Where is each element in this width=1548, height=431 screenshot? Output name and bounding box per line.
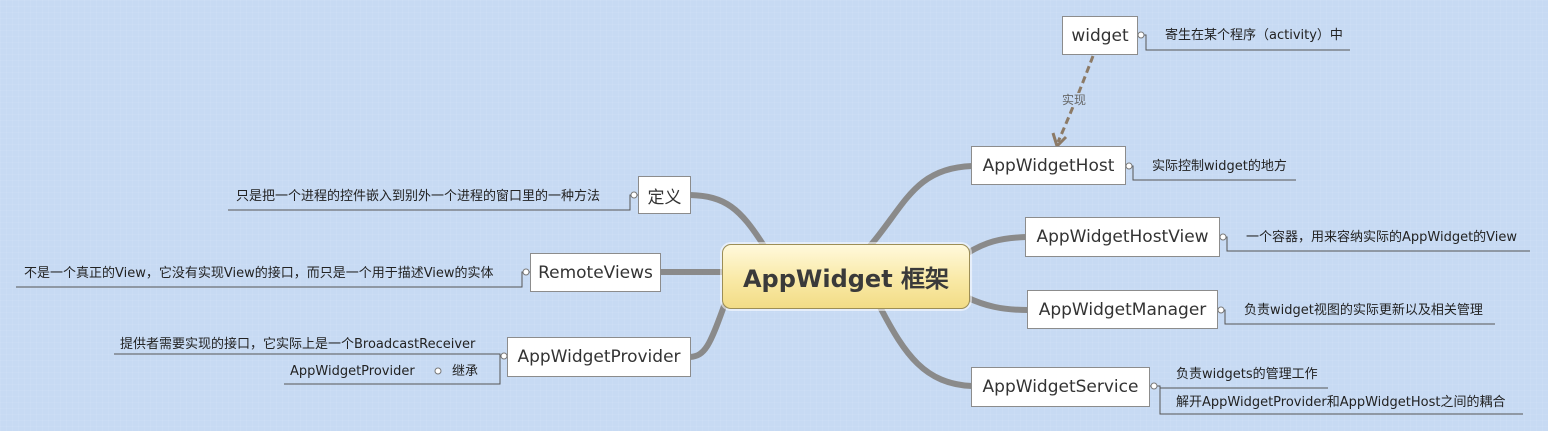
note-inherit-relation: 继承 <box>452 364 479 379</box>
relationship-label: 实现 <box>1062 93 1087 107</box>
topic-appwidgethost[interactable]: AppWidgetHost <box>971 146 1126 185</box>
topic-widget[interactable]: widget <box>1062 16 1138 55</box>
topic-definition-label: 定义 <box>647 187 682 208</box>
note-appwidgetprovider: 提供者需要实现的接口，它实际上是一个BroadcastReceiver <box>120 337 476 352</box>
branch-provider <box>687 303 727 360</box>
topic-appwidgethost-label: AppWidgetHost <box>982 155 1115 176</box>
central-topic[interactable]: AppWidget 框架 <box>722 244 970 309</box>
note-appwidgetservice-1: 负责widgets的管理工作 <box>1176 367 1318 382</box>
note-widget: 寄生在某个程序（activity）中 <box>1165 28 1343 43</box>
note-definition: 只是把一个进程的控件嵌入到别外一个进程的窗口里的一种方法 <box>236 189 601 204</box>
note-appwidgetservice-2: 解开AppWidgetProvider和AppWidgetHost之间的耦合 <box>1176 395 1506 410</box>
topic-appwidgetprovider[interactable]: AppWidgetProvider <box>507 337 691 377</box>
branch-manager <box>963 294 1031 313</box>
branch-host <box>867 163 975 249</box>
topic-appwidgethostview-label: AppWidgetHostView <box>1036 227 1209 247</box>
note-appwidgethost: 实际控制widget的地方 <box>1152 159 1287 174</box>
topic-appwidgetmanager[interactable]: AppWidgetManager <box>1027 290 1218 329</box>
branch-service <box>877 304 975 389</box>
branch-host-view <box>963 234 1029 257</box>
topic-definition[interactable]: 定义 <box>638 176 691 214</box>
topic-appwidgetservice[interactable]: AppWidgetService <box>971 367 1150 407</box>
note-appwidgethostview: 一个容器，用来容纳实际的AppWidget的View <box>1246 230 1518 245</box>
topic-remoteviews[interactable]: RemoteViews <box>530 253 661 292</box>
note-inherit-parent: AppWidgetProvider <box>290 364 415 379</box>
note-remoteviews: 不是一个真正的View，它没有实现View的接口，而只是一个用于描述View的实… <box>24 266 494 281</box>
branch-definition <box>687 192 767 249</box>
topic-appwidgetprovider-label: AppWidgetProvider <box>517 347 681 367</box>
topic-appwidgetservice-label: AppWidgetService <box>982 377 1139 397</box>
topic-remoteviews-label: RemoteViews <box>538 262 653 283</box>
note-appwidgetmanager: 负责widget视图的实际更新以及相关管理 <box>1244 303 1483 318</box>
topic-appwidgethostview[interactable]: AppWidgetHostView <box>1025 217 1220 257</box>
topic-appwidgetmanager-label: AppWidgetManager <box>1038 299 1207 320</box>
central-topic-label: AppWidget 框架 <box>742 265 950 293</box>
topic-widget-label: widget <box>1071 25 1129 46</box>
